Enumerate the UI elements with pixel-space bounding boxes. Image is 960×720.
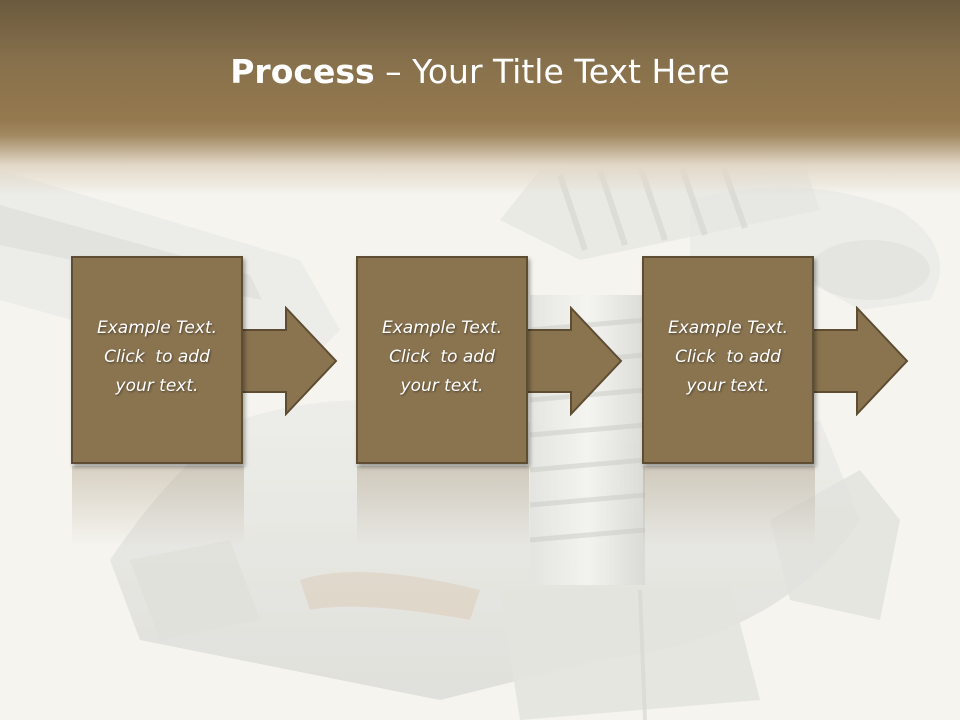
title-rest-text: – Your Title Text Here bbox=[374, 52, 730, 91]
step-3-box[interactable]: Example Text. Click to add your text. bbox=[642, 256, 814, 464]
step-2-line-3: your text. bbox=[400, 376, 484, 396]
step-1-reflection bbox=[72, 466, 244, 546]
step-1-line-3: your text. bbox=[115, 376, 199, 396]
step-2-text[interactable]: Example Text. Click to add your text. bbox=[358, 314, 526, 401]
step-3-line-2: Click to add bbox=[675, 347, 781, 367]
step-1-text[interactable]: Example Text. Click to add your text. bbox=[73, 314, 241, 401]
right-arrow-icon bbox=[812, 306, 909, 416]
step-1-line-1: Example Text. bbox=[96, 318, 218, 338]
step-2-line-1: Example Text. bbox=[381, 318, 503, 338]
header-band bbox=[0, 0, 960, 195]
step-2-box[interactable]: Example Text. Click to add your text. bbox=[356, 256, 528, 464]
slide-title[interactable]: Process – Your Title Text Here bbox=[0, 52, 960, 91]
step-3-text[interactable]: Example Text. Click to add your text. bbox=[644, 314, 812, 401]
step-1-line-2: Click to add bbox=[104, 347, 210, 367]
right-arrow-icon bbox=[526, 306, 623, 416]
step-3-reflection bbox=[643, 466, 815, 546]
step-2-reflection bbox=[357, 466, 529, 546]
step-3-line-3: your text. bbox=[686, 376, 770, 396]
step-2-line-2: Click to add bbox=[389, 347, 495, 367]
right-arrow-icon bbox=[241, 306, 338, 416]
step-3-line-1: Example Text. bbox=[667, 318, 789, 338]
step-1-box[interactable]: Example Text. Click to add your text. bbox=[71, 256, 243, 464]
title-bold-text: Process bbox=[230, 52, 375, 91]
